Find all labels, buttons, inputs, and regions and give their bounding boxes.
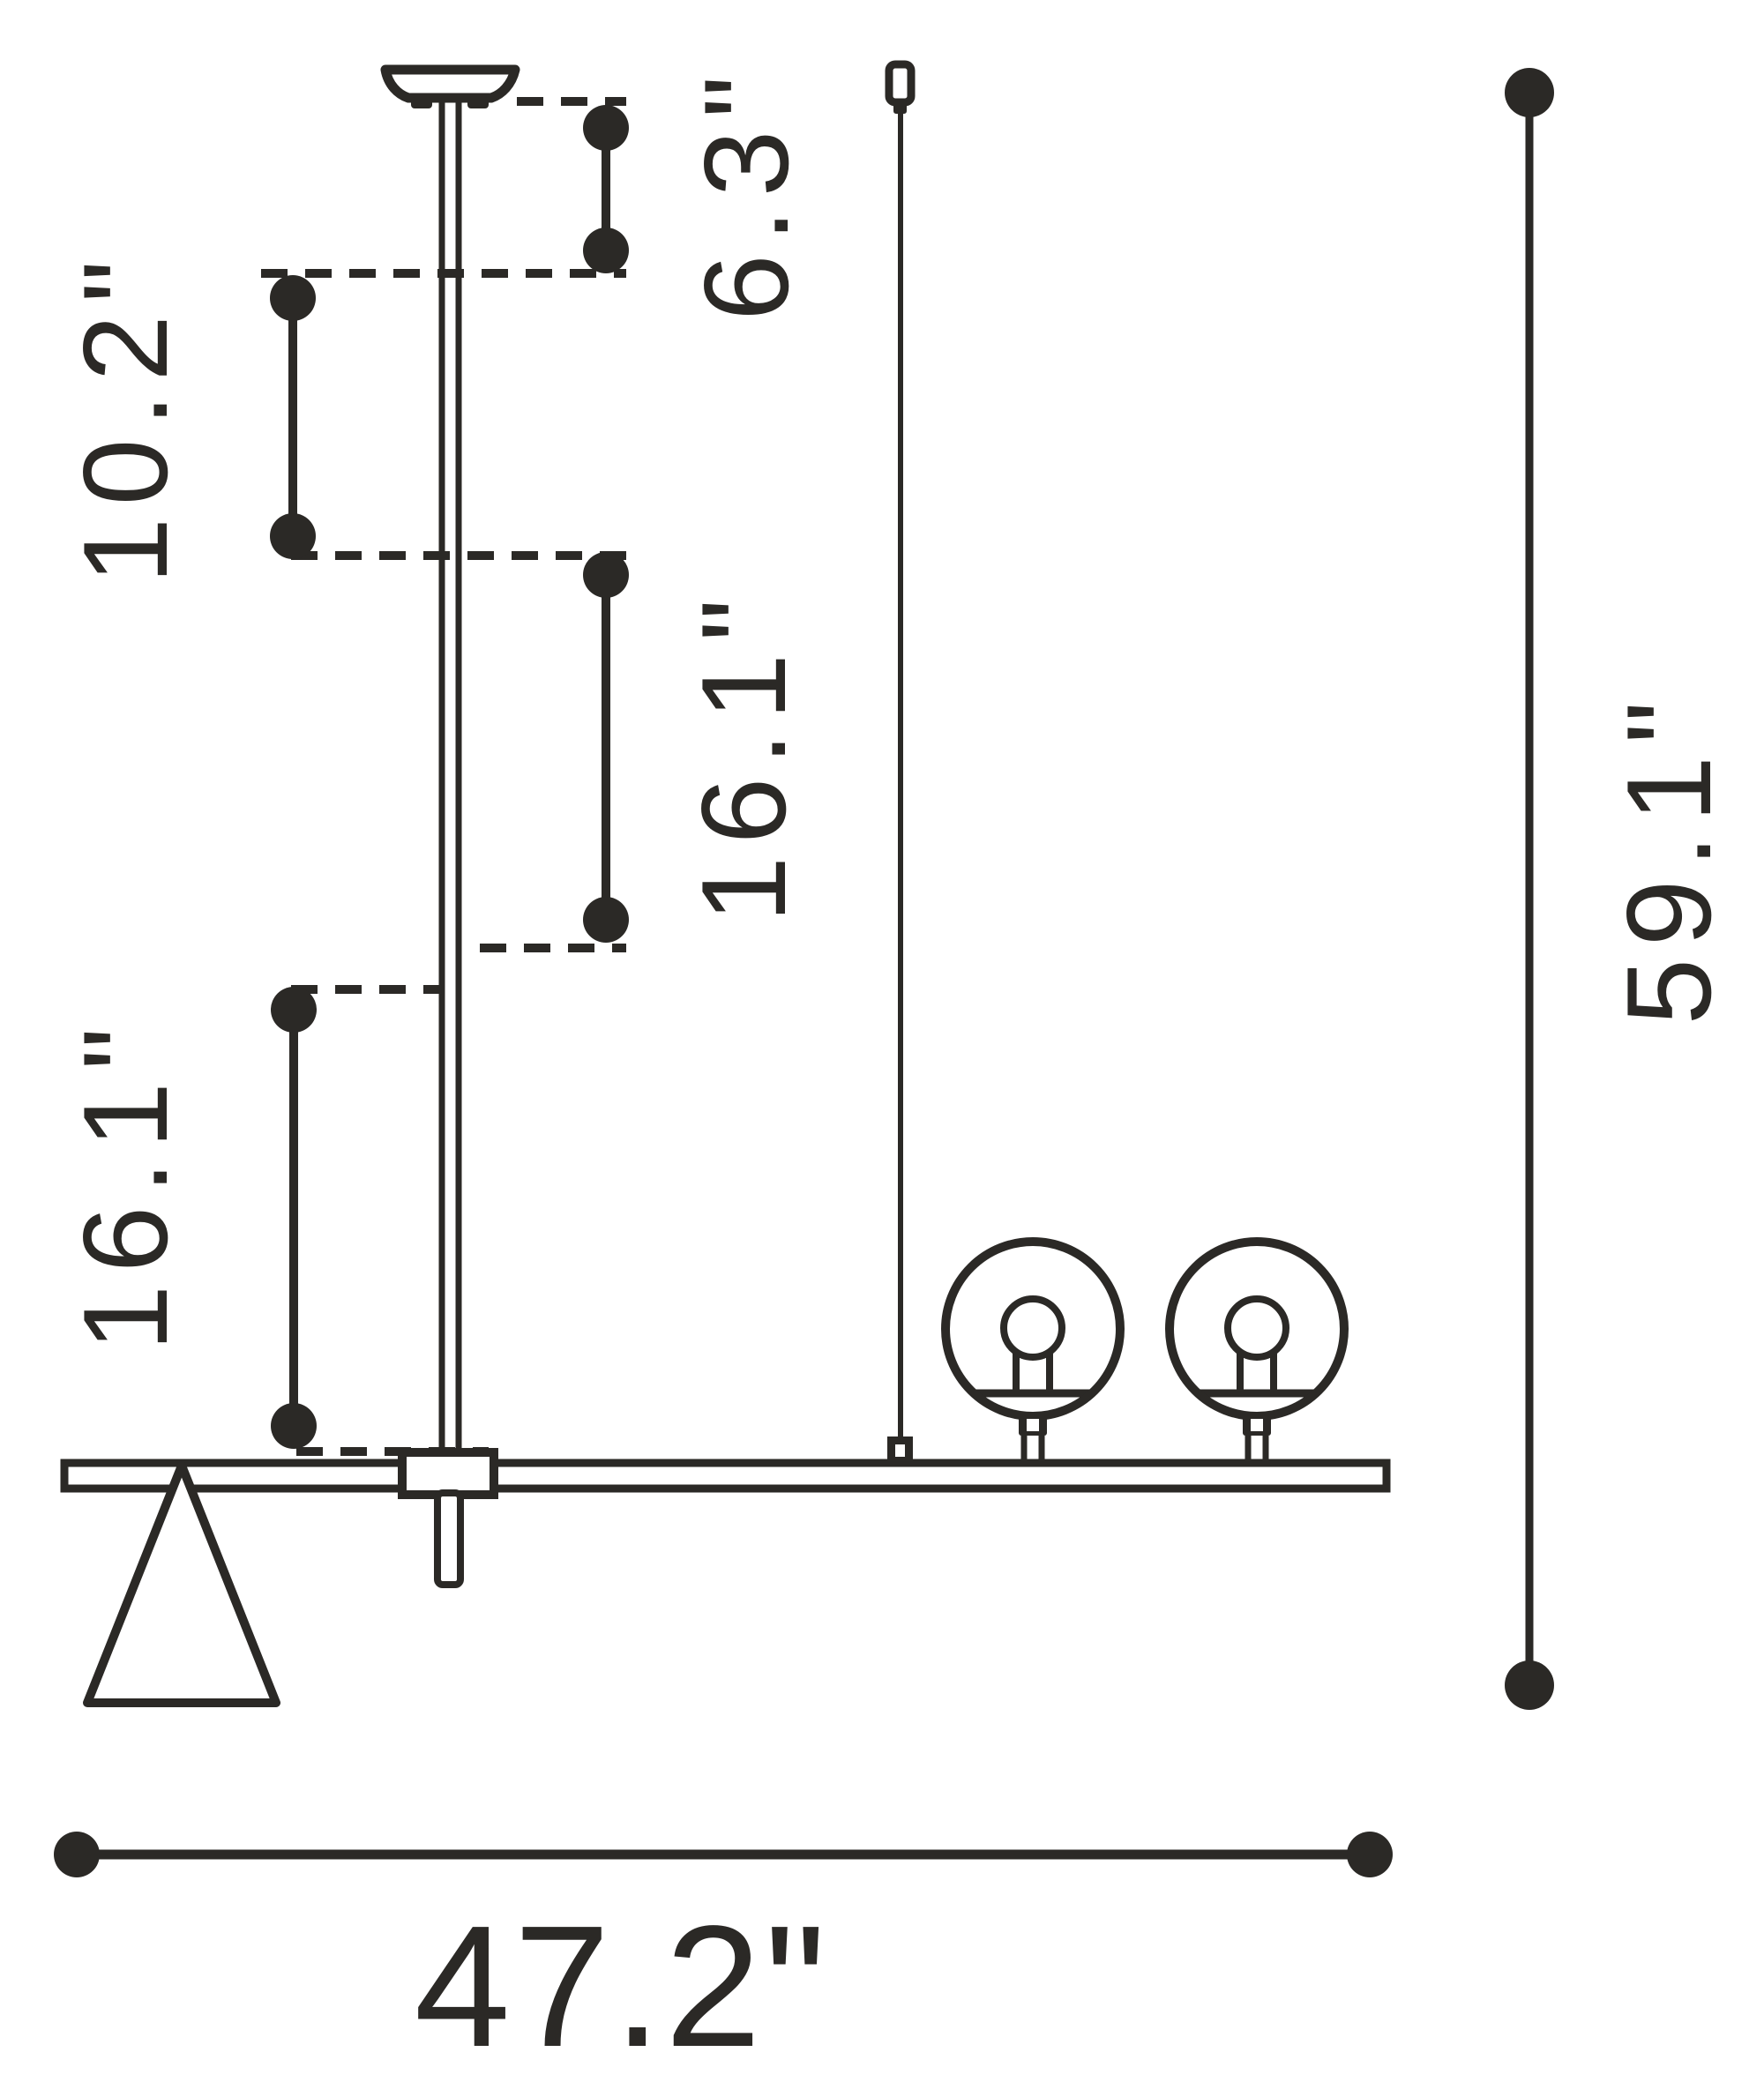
cone-shade [83, 1461, 280, 1707]
globe-lamp-right [1165, 1237, 1349, 1465]
hanging-rod [438, 98, 462, 1457]
dimension-16-1-left [271, 987, 317, 1449]
dim-label-lower-rod: 16.1" [58, 1015, 192, 1352]
dim-label-middle-rod: 16.1" [676, 586, 811, 923]
canopy-foot-right [467, 97, 489, 108]
globe-collar-notch [1251, 1419, 1263, 1431]
fixture-bar [60, 1459, 1391, 1493]
globe-lamp-left [941, 1237, 1125, 1465]
dimension-59-1 [1505, 68, 1554, 1710]
wire-connector-hole [895, 1444, 905, 1457]
dim-label-upper-rod: 10.2" [58, 248, 192, 585]
fixture [60, 60, 1391, 1707]
bulb [1224, 1295, 1289, 1361]
ceiling-canopy [380, 64, 520, 108]
bulb [1000, 1295, 1065, 1361]
dimension-6-3 [583, 105, 629, 273]
dim-label-overall-height: 59.1" [1602, 689, 1736, 1026]
dimension-lines [54, 68, 1554, 1877]
dim-label-canopy-drop: 6.3" [679, 63, 813, 321]
wire-top-connector [885, 60, 916, 107]
canopy-foot-left [411, 97, 432, 108]
wire-top-nub [893, 100, 907, 114]
lower-rod [434, 1489, 464, 1588]
support-wire [885, 60, 916, 1464]
dimension-16-1-middle [583, 552, 629, 943]
globe-collar-notch [1027, 1419, 1039, 1431]
dim-label-overall-width: 47.2" [414, 1890, 830, 2082]
cross-fitting [398, 1448, 498, 1499]
dimension-10-2 [270, 275, 316, 559]
dimension-47-2 [54, 1832, 1393, 1877]
